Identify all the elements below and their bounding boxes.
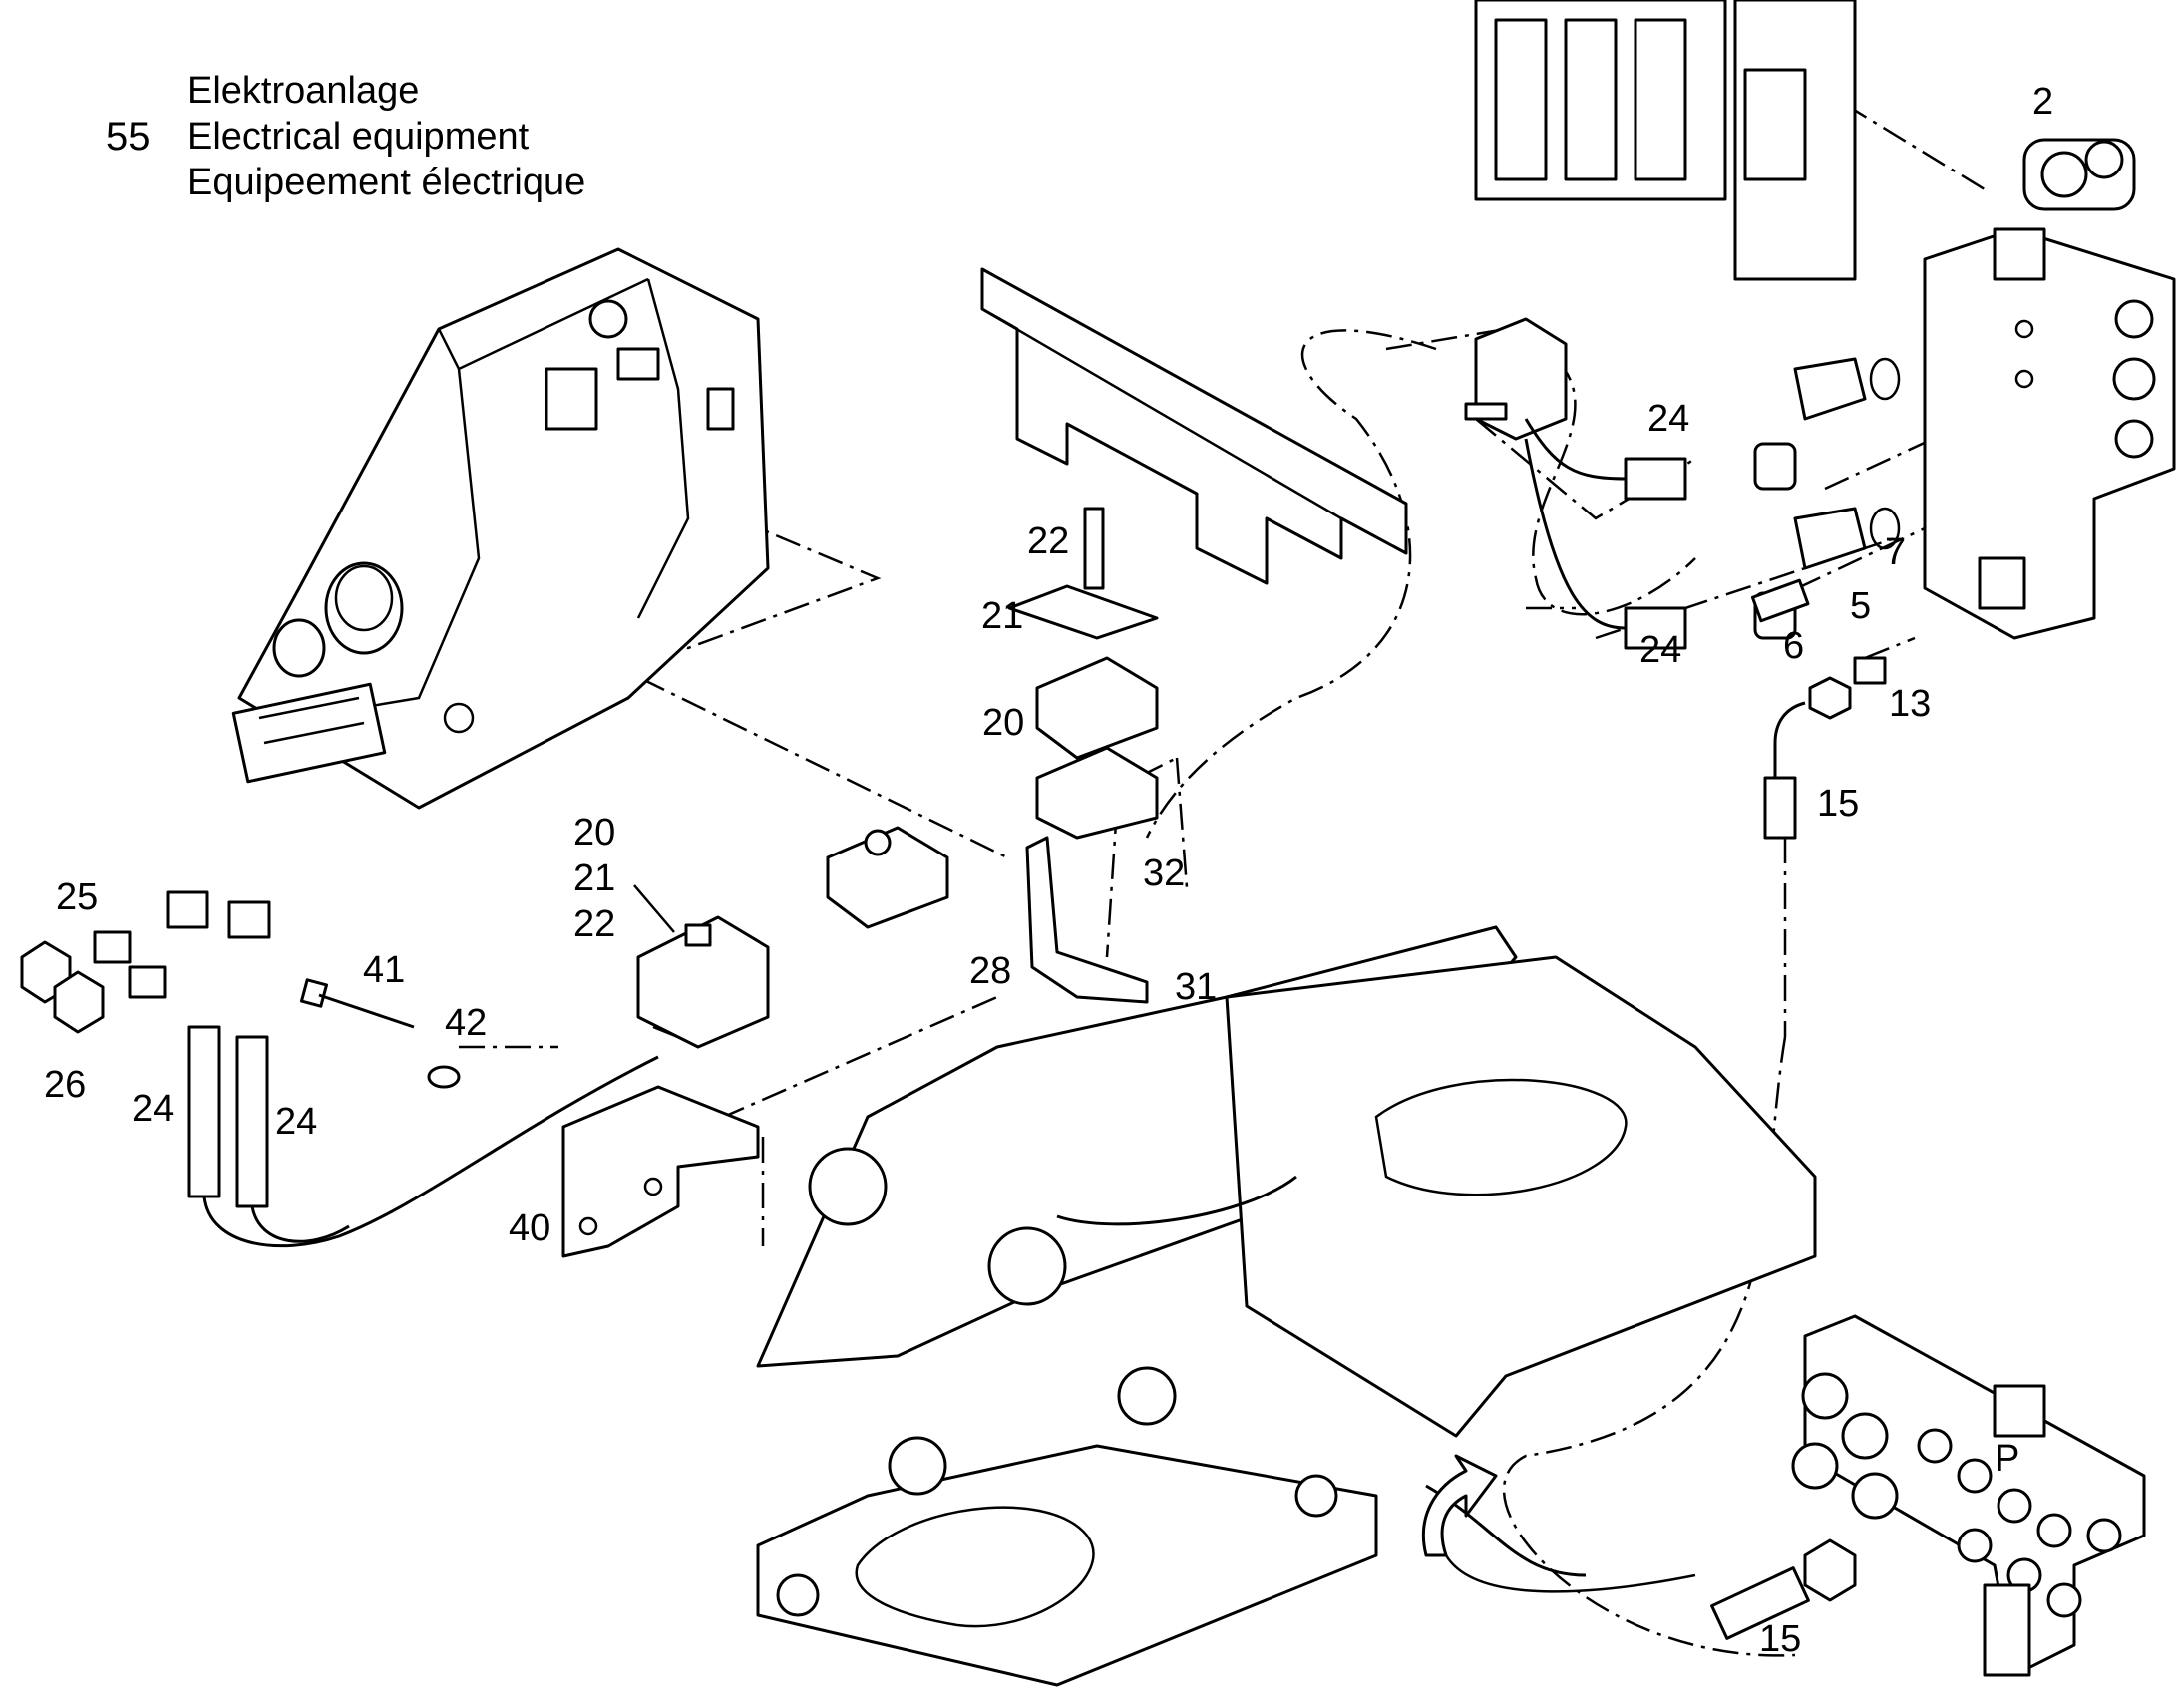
left-fittings: [20, 890, 659, 1248]
callout-32: 32: [1143, 853, 1185, 894]
callout-24-left-a: 24: [132, 1088, 174, 1130]
callout-2: 2: [2032, 81, 2053, 123]
valve-block-2: [1923, 138, 2176, 640]
bracket-40: [561, 1085, 760, 1258]
hose-15: [1710, 656, 1887, 1640]
callout-26: 26: [44, 1064, 86, 1106]
callout-41: 41: [363, 949, 405, 991]
distribution-block: P: [1791, 1314, 2146, 1677]
callout-42: 42: [445, 1002, 487, 1044]
control-valve-block: [1474, 0, 1857, 281]
callout-24-upper: 24: [1647, 398, 1689, 440]
clamp-assembly-center: [826, 507, 1159, 929]
callout-22-center: 22: [1027, 520, 1069, 562]
callout-15-upper: 15: [1817, 783, 1859, 825]
callout-5: 5: [1850, 585, 1871, 627]
main-frame: [756, 925, 1817, 1687]
callout-6: 6: [1783, 625, 1804, 667]
callout-31: 31: [1175, 966, 1217, 1008]
bracket-28: [1025, 836, 1149, 1004]
callout-20-center: 20: [982, 702, 1024, 744]
callout-28: 28: [969, 950, 1011, 992]
block-port-marking: P: [1995, 1438, 2019, 1480]
callout-25: 25: [56, 876, 98, 918]
callout-13: 13: [1889, 683, 1931, 725]
leader-line-20-21-22: [633, 884, 675, 933]
caption-french: Equipeement électrique: [187, 162, 586, 203]
callout-21-left: 21: [573, 857, 615, 899]
callout-labels: 2 5 6 7 13 15 15 20 20 21 21 22 22 24 24…: [44, 81, 2053, 1660]
callout-21-center: 21: [981, 595, 1023, 637]
bolt-41: [299, 978, 461, 1089]
direction-arrow: [1421, 1454, 1696, 1593]
section-number: 55: [106, 115, 151, 159]
callout-7: 7: [1885, 531, 1906, 573]
callout-24-lower: 24: [1639, 629, 1681, 671]
callout-15-lower: 15: [1759, 1618, 1801, 1660]
caption-english: Electrical equipment: [187, 116, 530, 158]
callout-20-left: 20: [573, 812, 615, 854]
callout-40: 40: [509, 1207, 550, 1249]
caption-german: Elektroanlage: [187, 70, 420, 112]
hose-clamp-upper: [1464, 317, 1901, 650]
callout-24-left-b: 24: [275, 1101, 317, 1143]
operator-cab-console: [231, 247, 770, 810]
t-bracket: [980, 267, 1408, 585]
clamp-assembly-left: [636, 915, 770, 1049]
callout-22-left: 22: [573, 903, 615, 945]
